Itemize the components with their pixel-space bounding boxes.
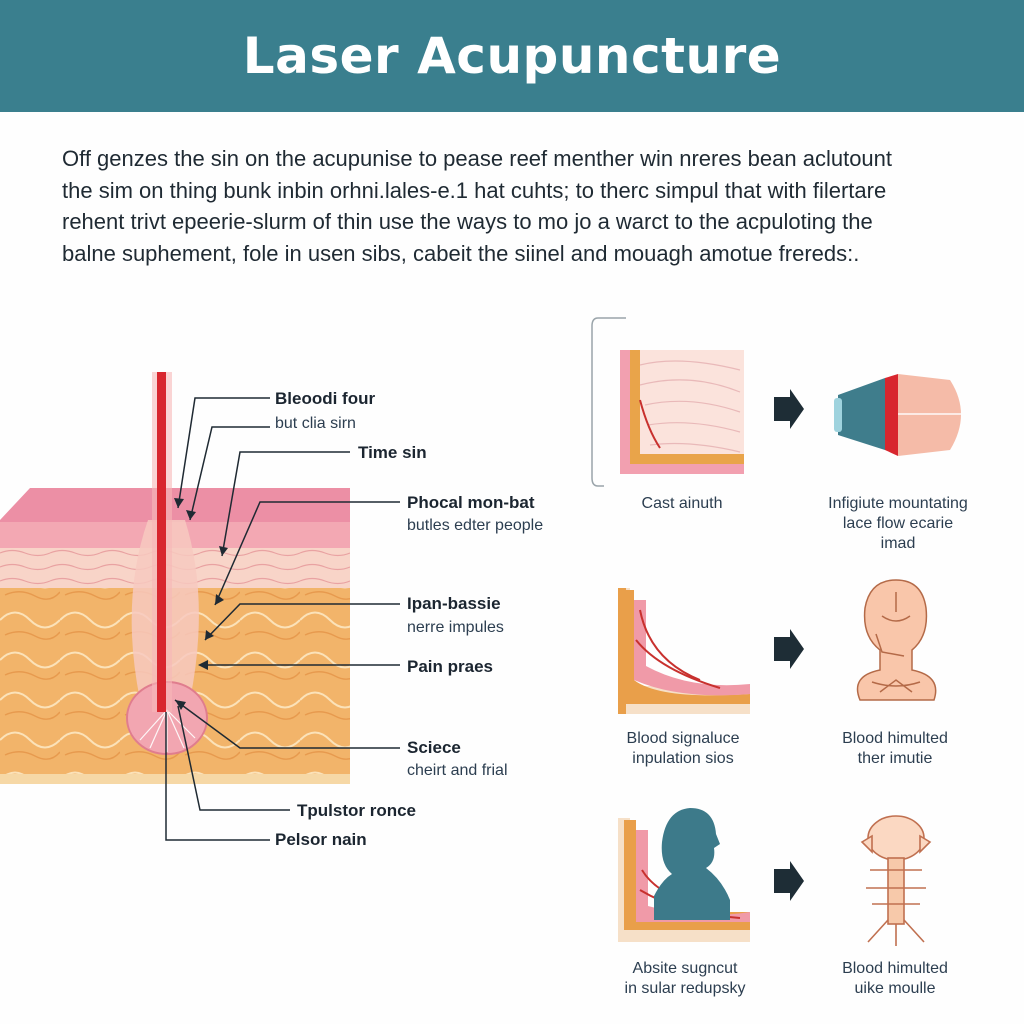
- epidermis-top: [0, 488, 350, 522]
- panel-caption: Absite sugncut in sular redupsky: [624, 960, 746, 997]
- label-subtitle: butles edter people: [407, 517, 544, 534]
- panel-caption: Blood himulted uike moulle: [842, 960, 948, 997]
- label-subtitle: nerre impules: [407, 619, 504, 636]
- tissue-sample-1: [620, 350, 744, 474]
- arrow-right-icon: [774, 861, 804, 901]
- intro-line: rehent trivt epeerie-slurm of thin use t…: [62, 209, 873, 234]
- label-subtitle: but clia sirn: [275, 415, 356, 432]
- person-silhouette-icon: [654, 808, 730, 920]
- intro-line: Off genzes the sin on the acupunise to p…: [62, 146, 893, 171]
- label-title: Pelsor nain: [275, 830, 367, 849]
- label-title: Tpulstor ronce: [297, 801, 417, 820]
- label-title: Phocal mon-bat: [407, 493, 535, 512]
- panel-caption: Infigiute mountating lace flow ecarie im…: [828, 495, 968, 552]
- panel-caption: Cast ainuth: [641, 495, 723, 512]
- label-subtitle: cheirt and frial: [407, 762, 508, 779]
- arrow-right-icon: [774, 629, 804, 669]
- intro-line: balne suphement, fole in usen sibs, cabe…: [62, 240, 860, 266]
- label-title: Sciece: [407, 738, 461, 757]
- head-neck-icon: [856, 579, 937, 701]
- panel-caption: Blood signaluce inpulation sios: [626, 730, 740, 767]
- panel-caption: Blood himulted ther imutie: [842, 730, 948, 767]
- title-banner: Laser Acupuncture: [0, 0, 1024, 112]
- laser-probe-icon: [834, 374, 965, 456]
- panel-bracket: [591, 317, 626, 487]
- label-title: Time sin: [358, 443, 427, 462]
- spine-icon: [860, 815, 932, 946]
- page-title: Laser Acupuncture: [242, 27, 782, 85]
- laser-beam: [157, 372, 166, 712]
- label-title: Ipan-bassie: [407, 594, 501, 613]
- tissue-sample-2: [618, 588, 750, 714]
- label-title: Pain praes: [407, 657, 493, 676]
- arrow-right-icon: [774, 389, 804, 429]
- fat-layer-base: [0, 774, 350, 784]
- intro-paragraph: Off genzes the sin on the acupunise to p…: [62, 143, 962, 269]
- intro-line: the sim on thing bunk inbin orhni.lales-…: [62, 177, 887, 203]
- label-title: Bleoodi four: [275, 389, 376, 408]
